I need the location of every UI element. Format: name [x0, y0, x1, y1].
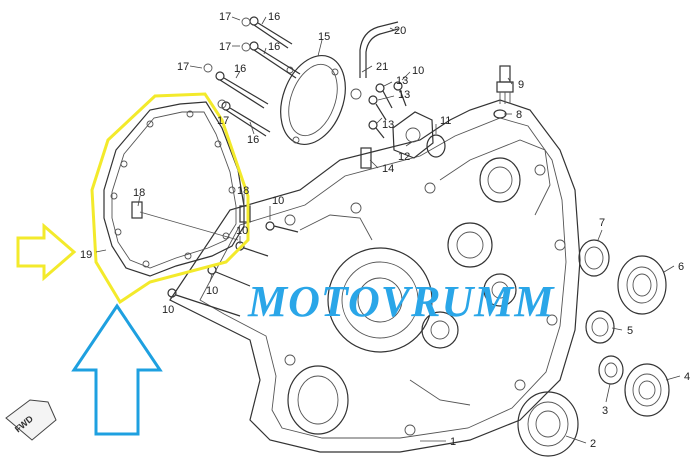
washer-17-a — [241, 17, 251, 27]
bolt-13-a — [375, 83, 393, 109]
dowel-18-b — [131, 201, 143, 219]
callout-17-b: 17 — [219, 41, 231, 53]
callout-16-b: 16 — [268, 41, 280, 53]
bolt-10-e — [393, 81, 407, 107]
callout-10-a: 10 — [412, 65, 424, 77]
callout-20: 20 — [394, 25, 406, 37]
bolt-10-a — [265, 221, 299, 233]
callout-12: 12 — [398, 151, 410, 163]
dowel-18 — [239, 205, 251, 223]
callout-16-d: 16 — [247, 134, 259, 146]
seal-7 — [578, 239, 610, 277]
highlight-outline — [90, 92, 250, 305]
callout-13-b: 13 — [398, 89, 410, 101]
watermark: MOTOVRUMM — [248, 277, 555, 326]
washer-17-b — [241, 42, 251, 52]
callout-1: 1 — [450, 436, 456, 448]
callout-16-c: 16 — [234, 63, 246, 75]
callout-9: 9 — [518, 79, 524, 91]
callout-13-c: 13 — [382, 119, 394, 131]
callout-11: 11 — [440, 115, 451, 127]
leader-lines — [95, 16, 681, 444]
gasket-15 — [280, 54, 346, 146]
callout-numbers: 1 2 3 4 5 6 7 8 9 10 10 10 10 10 11 12 1… — [80, 11, 690, 450]
clip-21 — [350, 88, 362, 100]
dowel-14 — [360, 147, 372, 169]
callout-17-c: 17 — [177, 61, 189, 73]
washer-17-d — [217, 99, 227, 109]
bolt-13-c — [368, 120, 385, 139]
callout-18-a: 18 — [237, 185, 249, 197]
bolts — [131, 16, 407, 317]
callout-4: 4 — [684, 371, 690, 383]
callout-10-e: 10 — [162, 304, 174, 316]
bearing-6 — [617, 255, 667, 315]
callout-17-d: 17 — [217, 115, 229, 127]
bolt-10-b — [207, 265, 251, 287]
cover-plate-12 — [392, 111, 434, 159]
callout-10-d: 10 — [206, 285, 218, 297]
bearing-2 — [517, 391, 579, 457]
callout-7: 7 — [599, 217, 605, 229]
bolt-13-b — [368, 95, 387, 121]
hose-20 — [359, 21, 399, 78]
bolt-16-d — [221, 101, 271, 137]
bolt-16-c — [215, 71, 269, 109]
seal-3 — [598, 355, 624, 385]
blue-arrow — [71, 303, 163, 436]
callout-10-c: 10 — [236, 225, 248, 237]
callout-2: 2 — [590, 438, 596, 450]
bolt-10-c — [167, 288, 241, 317]
callout-17-a: 17 — [219, 11, 231, 23]
fwd-badge: FWD — [5, 399, 57, 441]
sensor-9 — [496, 65, 514, 104]
washer-17-c — [203, 63, 213, 73]
yellow-arrow — [16, 222, 77, 282]
crankcase-half — [169, 99, 581, 453]
callout-6: 6 — [678, 261, 684, 273]
callout-13-a: 13 — [396, 75, 408, 87]
gasket-19 — [103, 101, 245, 277]
callout-18-b: 18 — [133, 187, 145, 199]
callout-10-b: 10 — [272, 195, 284, 207]
bearing-4 — [624, 363, 670, 417]
callout-15: 15 — [318, 31, 330, 43]
callout-8: 8 — [516, 109, 522, 121]
callout-21: 21 — [376, 61, 388, 73]
callout-19: 19 — [80, 249, 92, 261]
seal-5 — [585, 310, 615, 344]
callout-5: 5 — [627, 325, 633, 337]
callout-16-a: 16 — [268, 11, 280, 23]
o-ring-11 — [426, 134, 446, 158]
callout-3: 3 — [602, 405, 608, 417]
callout-14: 14 — [382, 163, 394, 175]
